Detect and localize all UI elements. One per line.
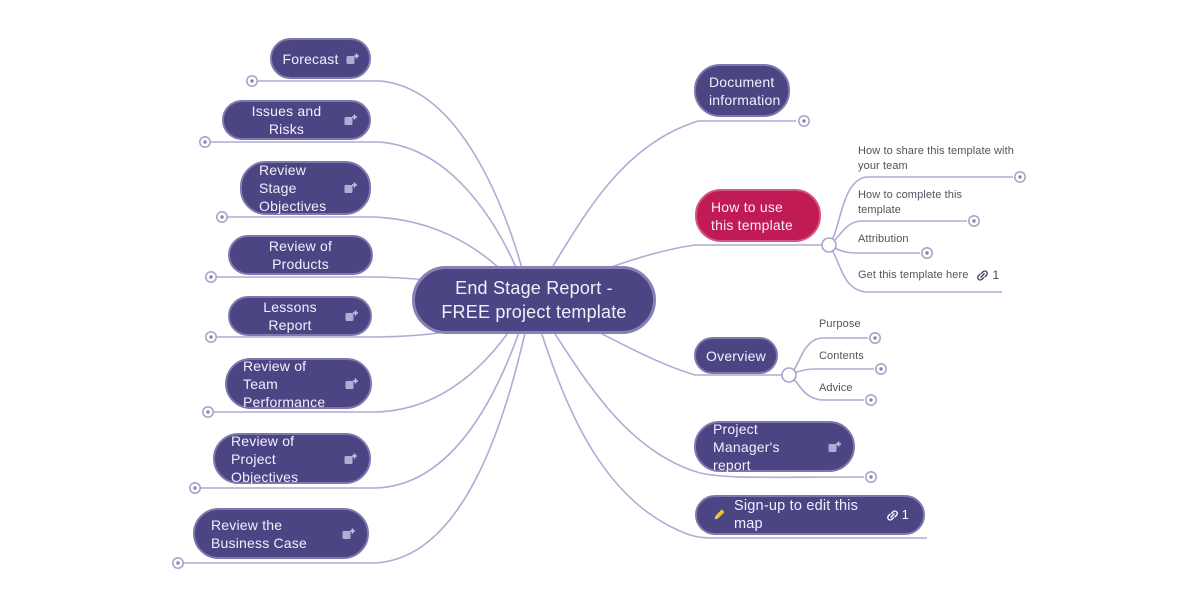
connection-handle[interactable] [864, 393, 877, 406]
connection-handle[interactable] [874, 362, 887, 375]
node-label: Issues and Risks [251, 103, 322, 137]
node-review-of-team-performance[interactable]: Review of Team Performance [225, 357, 372, 410]
node-label: How to use this template [711, 198, 793, 233]
node-how-to-complete[interactable]: How to complete this template [858, 188, 974, 218]
connection-handle[interactable] [199, 136, 212, 149]
node-label: Sign-up to edit this map [734, 498, 859, 532]
node-label: Attribution [858, 233, 909, 245]
connector-line [532, 306, 927, 539]
connection-handle[interactable] [967, 215, 980, 228]
pencil-icon [711, 508, 726, 523]
node-project-managers-report[interactable]: Project Manager's report [694, 420, 855, 473]
node-review-of-products[interactable]: Review of Products [228, 235, 373, 275]
node-label: Review of Project Objectives [231, 432, 299, 485]
node-how-to-use-this-template[interactable]: How to use this template [695, 189, 821, 242]
note-icon[interactable] [344, 453, 357, 465]
node-label: Purpose [819, 318, 861, 330]
link-count: 1 [901, 507, 909, 522]
connector-line [252, 80, 529, 291]
connection-handles [172, 75, 1026, 569]
node-label: Document information [709, 73, 781, 108]
connection-handle[interactable] [189, 481, 202, 494]
connection-handle[interactable] [1013, 171, 1026, 184]
connection-handle[interactable] [864, 470, 877, 483]
connection-handle[interactable] [868, 331, 881, 344]
node-label: How to share this template with your tea… [858, 145, 1014, 172]
node-document-information[interactable]: Document information [694, 64, 790, 117]
connection-handle[interactable] [797, 115, 810, 128]
node-contents[interactable]: Contents [819, 349, 864, 364]
node-get-this-template-here[interactable]: Get this template here 1 [858, 268, 1008, 283]
node-how-to-share[interactable]: How to share this template with your tea… [858, 144, 1016, 174]
connection-handle[interactable] [205, 330, 218, 343]
node-label: Advice [819, 382, 853, 394]
node-review-the-business-case[interactable]: Review the Business Case [193, 508, 369, 559]
connection-handle[interactable] [216, 211, 229, 224]
connection-handle[interactable] [202, 405, 215, 418]
connector-line [788, 368, 874, 376]
connector-line [195, 308, 528, 489]
node-signup-to-edit[interactable]: Sign-up to edit this map 1 [695, 495, 925, 535]
node-label: Contents [819, 350, 864, 362]
node-label: Review the Business Case [211, 516, 307, 551]
node-label: How to complete this template [858, 189, 963, 216]
note-icon[interactable] [345, 310, 358, 322]
node-advice[interactable]: Advice [819, 381, 853, 396]
node-forecast[interactable]: Forecast [270, 38, 371, 79]
connector-line [535, 304, 865, 479]
branch-hub[interactable] [781, 367, 797, 383]
connection-handle[interactable] [172, 556, 185, 569]
note-icon[interactable] [344, 114, 357, 126]
node-label: Lessons Report [263, 299, 317, 333]
node-label: Forecast [282, 50, 339, 67]
note-icon[interactable] [342, 528, 355, 540]
node-purpose[interactable]: Purpose [819, 317, 861, 332]
link-icon [976, 269, 989, 282]
note-icon[interactable] [344, 182, 357, 194]
link-icon [886, 509, 899, 522]
link-count: 1 [992, 268, 1000, 282]
node-label: Get this template here [858, 269, 969, 281]
node-lessons-report[interactable]: Lessons Report [228, 296, 372, 336]
node-central[interactable]: End Stage Report - FREE project template [412, 266, 656, 334]
connection-handle[interactable] [205, 270, 218, 283]
note-icon[interactable] [828, 441, 841, 453]
connector-line [178, 310, 531, 564]
node-label: Review Stage Objectives [259, 162, 327, 214]
node-label: Overview [706, 347, 766, 364]
node-attribution[interactable]: Attribution [858, 232, 978, 247]
note-icon[interactable] [346, 53, 359, 65]
central-node-label: End Stage Report - FREE project template [441, 278, 627, 322]
link-badge[interactable]: 1 [886, 506, 909, 524]
branch-hub[interactable] [821, 237, 837, 253]
connector-line [205, 141, 527, 293]
node-label: Review of Team Performance [243, 357, 326, 410]
link-badge[interactable]: 1 [976, 268, 999, 283]
connection-handle[interactable] [920, 247, 933, 260]
node-review-of-project-objectives[interactable]: Review of Project Objectives [213, 432, 371, 485]
node-issues-and-risks[interactable]: Issues and Risks [222, 100, 371, 140]
node-label: Review of Products [268, 238, 333, 272]
node-label: Project Manager's report [713, 420, 780, 473]
node-overview[interactable]: Overview [694, 337, 778, 374]
node-review-stage-objectives[interactable]: Review Stage Objectives [240, 161, 371, 215]
connection-handle[interactable] [246, 75, 259, 88]
note-icon[interactable] [345, 378, 358, 390]
